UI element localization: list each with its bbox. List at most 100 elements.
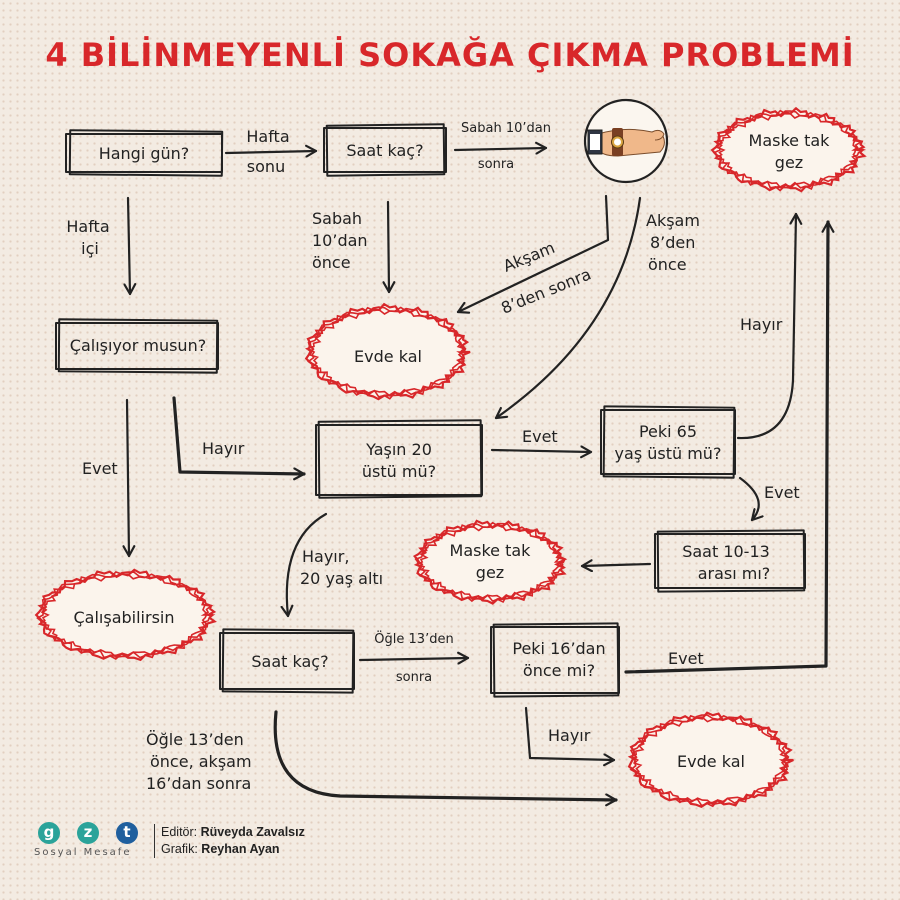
edge-label-hafta-ici-2: içi (81, 239, 99, 258)
node-maske-1: Maske tak gez (749, 131, 831, 172)
footer: g z t Sosyal Mesafe Editör: Rüveyda Zava… (34, 822, 434, 866)
node-saat-kac-2-label: Saat kaç? (251, 652, 328, 671)
editor-label: Editör: (161, 825, 198, 839)
edge-label-ogle-aksam-1: Öğle 13’den (146, 730, 244, 749)
scribble-maske-2 (414, 522, 568, 604)
edge-label-hayir-maske: Hayır (740, 315, 783, 334)
scribble-maske-1 (710, 106, 867, 193)
edge-label-ogle-aksam-3: 16’dan sonra (146, 774, 251, 793)
scribble-calisabilirsin (37, 570, 210, 659)
edge-label-sabah-10-once-2: 10’dan (312, 231, 368, 250)
credits: Editör: Rüveyda Zavalsız Grafik: Reyhan … (154, 824, 305, 858)
node-hangi-gun: Hangi gün? (65, 129, 224, 177)
node-yas-20-line2: üstü mü? (362, 462, 436, 481)
arrow-saat-10-13-maske (580, 559, 652, 573)
edge-label-hafta-ici-1: Hafta (66, 217, 109, 236)
node-yas-65-line1: Peki 65 (639, 422, 697, 441)
node-yas-20: Yaşın 20 üstü mü? (315, 419, 483, 499)
edge-label-ogle-aksam-2: önce, akşam (150, 752, 252, 771)
edge-label-sabah-10-sonra-2: sonra (478, 157, 514, 172)
arrow-evet-65 (490, 445, 593, 459)
node-saat-10-13-line2: arası mı? (698, 564, 771, 583)
edge-label-ogle-13-sonra-1: Öğle 13’den (374, 630, 453, 647)
node-maske-2-line1: Maske tak (450, 541, 532, 560)
edge-label-hayir-calisma: Hayır (202, 439, 245, 458)
logo-subtitle: Sosyal Mesafe (34, 847, 132, 858)
editor-name: Rüveyda Zavalsız (200, 825, 305, 839)
edge-label-hayir-20-alti-1: Hayır, (302, 547, 349, 566)
arrow-hafta-ici (123, 196, 137, 296)
node-evde-kal-1-label: Evde kal (354, 347, 422, 366)
arrow-aksam-8-sonra (456, 194, 610, 314)
arrow-evet-10-13 (738, 476, 764, 522)
edge-label-aksam-8-once-2: 8’den (650, 233, 695, 252)
scribble-maske-2 (413, 521, 564, 601)
node-calisabilirsin: Çalışabilirsin (74, 608, 175, 627)
edge-label-evet-16: Evet (668, 649, 704, 668)
wristwatch-icon (583, 98, 669, 184)
gzt-logo: g z t Sosyal Mesafe (34, 822, 144, 862)
arrow-ogle-aksam (273, 710, 618, 807)
edge-label-evet-10-13: Evet (764, 483, 800, 502)
scribble-calisabilirsin (36, 571, 216, 660)
node-maske-1-line2: gez (775, 153, 803, 172)
arrow-evet-calisma (122, 398, 136, 558)
edge-label-hafta-sonu-2: sonu (247, 157, 285, 176)
node-once-16-line2: önce mi? (523, 661, 595, 680)
node-yas-20-line1: Yaşın 20 (365, 440, 432, 459)
edge-label-aksam-8-once-1: Akşam (646, 211, 700, 230)
arrow-ogle-13-sonra (358, 651, 470, 665)
logo-letter-g: g (38, 822, 60, 844)
edge-label-hayir-20-alti-2: 20 yaş altı (300, 569, 383, 588)
node-saat-kac-1-label: Saat kaç? (346, 141, 423, 160)
scribble-maske-1 (713, 109, 861, 189)
logo-letter-t: t (116, 822, 138, 844)
scribble-evde-kal-2 (629, 714, 790, 808)
arrow-sabah-10-sonra (453, 141, 548, 155)
edge-label-aksam-8-once-3: önce (648, 255, 687, 274)
edge-label-evet-calisma: Evet (82, 459, 118, 478)
logo-letter-z: z (77, 822, 99, 844)
node-maske-1-line1: Maske tak (749, 131, 831, 150)
edge-label-evet-65: Evet (522, 427, 558, 446)
scribble-calisabilirsin (34, 568, 217, 662)
scribble-evde-kal-2 (627, 714, 790, 806)
node-saat-10-13: Saat 10-13 arası mı? (654, 529, 806, 593)
credit-editor: Editör: Rüveyda Zavalsız (161, 824, 305, 841)
node-evde-kal-2-label: Evde kal (677, 752, 745, 771)
node-once-16: Peki 16’dan önce mi? (490, 622, 620, 698)
arrow-hafta-sonu (224, 144, 318, 158)
credit-graphic: Grafik: Reyhan Ayan (161, 841, 305, 858)
arrow-evet-16 (624, 220, 835, 674)
graphic-label: Grafik: (161, 842, 198, 856)
node-evde-kal-2: Evde kal (677, 752, 745, 771)
node-saat-10-13-line1: Saat 10-13 (682, 542, 770, 561)
arrow-aksam-8-once (494, 196, 642, 420)
scribble-evde-kal-1 (307, 306, 467, 400)
edge-label-ogle-13-sonra-2: sonra (396, 670, 432, 685)
scribble-evde-kal-1 (305, 306, 467, 397)
node-hangi-gun-label: Hangi gün? (99, 144, 190, 163)
node-maske-2-line2: gez (476, 563, 504, 582)
arrow-sabah-10-once (382, 200, 396, 294)
node-once-16-line1: Peki 16’dan (512, 639, 605, 658)
node-calisabilirsin-label: Çalışabilirsin (74, 608, 175, 627)
node-calisiyor-label: Çalışıyor musun? (70, 336, 206, 355)
node-yas-65: Peki 65 yaş üstü mü? (600, 405, 736, 479)
edge-label-hayir-16: Hayır (548, 726, 591, 745)
arrow-hayir-calisma (172, 396, 306, 481)
edge-label-sabah-10-once-3: önce (312, 253, 351, 272)
graphic-name: Reyhan Ayan (201, 842, 280, 856)
node-yas-65-line2: yaş üstü mü? (615, 444, 722, 463)
node-calisiyor: Çalışıyor musun? (55, 318, 219, 374)
page-title: 4 BİLİNMEYENLİ SOKAĞA ÇIKMA PROBLEMİ (45, 36, 855, 74)
node-maske-2: Maske tak gez (450, 541, 532, 582)
edge-label-hafta-sonu-1: Hafta (246, 127, 289, 146)
arrow-hayir-16 (524, 706, 616, 767)
edge-label-aksam-8-sonra-1: Akşam (500, 238, 557, 276)
edge-label-sabah-10-sonra-1: Sabah 10’dan (461, 121, 551, 136)
node-saat-kac-1: Saat kaç? (323, 123, 447, 177)
node-evde-kal-1: Evde kal (354, 347, 422, 366)
edge-label-sabah-10-once-1: Sabah (312, 209, 362, 228)
